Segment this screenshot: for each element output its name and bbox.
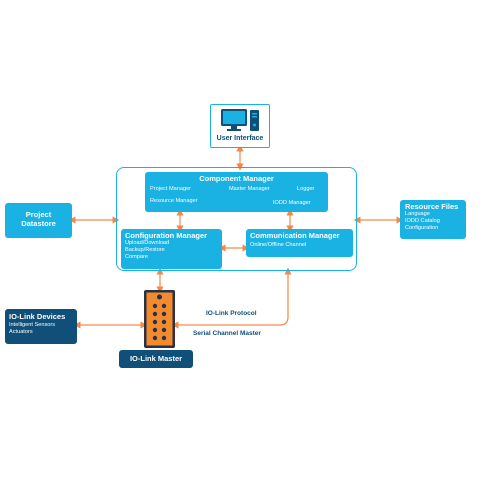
- communication-manager-title: Communication Manager: [250, 231, 340, 240]
- computer-icon: [221, 109, 259, 131]
- compare-label: Compare: [125, 254, 149, 261]
- io-link-master-icon: [145, 291, 174, 347]
- user-interface-node: User Interface: [210, 104, 270, 148]
- backup-restore-label: Backup/Restore: [125, 247, 165, 254]
- language-label: Language: [405, 211, 430, 217]
- component-manager-title: Component Manager: [199, 174, 274, 183]
- logger-label: Logger: [297, 186, 315, 192]
- project-datastore-line1: Project: [25, 210, 52, 219]
- serial-channel-master-label: Serial Channel Master: [193, 330, 261, 337]
- configuration-manager-box: Configuration Manager Upload/Download Ba…: [121, 229, 222, 269]
- resource-files-box: Resource Files Language IODD Catalog Con…: [400, 200, 466, 239]
- project-datastore-line2: Datastore: [21, 219, 56, 228]
- io-link-master-title: IO-Link Master: [129, 354, 183, 363]
- intelligent-sensors-label: Intelligent Sensors: [9, 322, 56, 328]
- user-interface-label: User Interface: [216, 135, 264, 142]
- iodd-manager-label: IODD Manager: [273, 200, 311, 206]
- master-manager-label: Master Manager: [229, 186, 270, 192]
- software-frame: [116, 167, 357, 271]
- component-manager-box: Component Manager Project Manager Master…: [145, 172, 328, 212]
- io-link-protocol-label: IO-Link Protocol: [206, 310, 257, 317]
- io-link-master-device: [144, 290, 175, 348]
- iodd-catalog-label: IODD Catalog: [405, 218, 440, 225]
- io-link-devices-box: IO-Link Devices Intelligent Sensors Actu…: [5, 309, 77, 344]
- project-manager-label: Project Manager: [150, 186, 192, 192]
- resource-manager-label: Resource Manager: [150, 198, 198, 204]
- project-datastore-box: Project Datastore: [5, 203, 72, 238]
- upload-download-label: Upload/Download: [125, 240, 170, 246]
- master-to-comm-arrow: [171, 267, 292, 329]
- resource-files-title: Resource Files: [405, 202, 459, 211]
- configuration-manager-title: Configuration Manager: [125, 231, 208, 240]
- actuators-label: Actuators: [9, 329, 33, 336]
- communication-manager-box: Communication Manager Online/Offline Cha…: [246, 229, 353, 257]
- configuration-label: Configuration: [405, 225, 439, 232]
- online-offline-channel-label: Online/Offline Channel: [250, 242, 307, 248]
- io-link-devices-title: IO-Link Devices: [9, 312, 66, 321]
- io-link-master-box: IO-Link Master: [119, 350, 193, 368]
